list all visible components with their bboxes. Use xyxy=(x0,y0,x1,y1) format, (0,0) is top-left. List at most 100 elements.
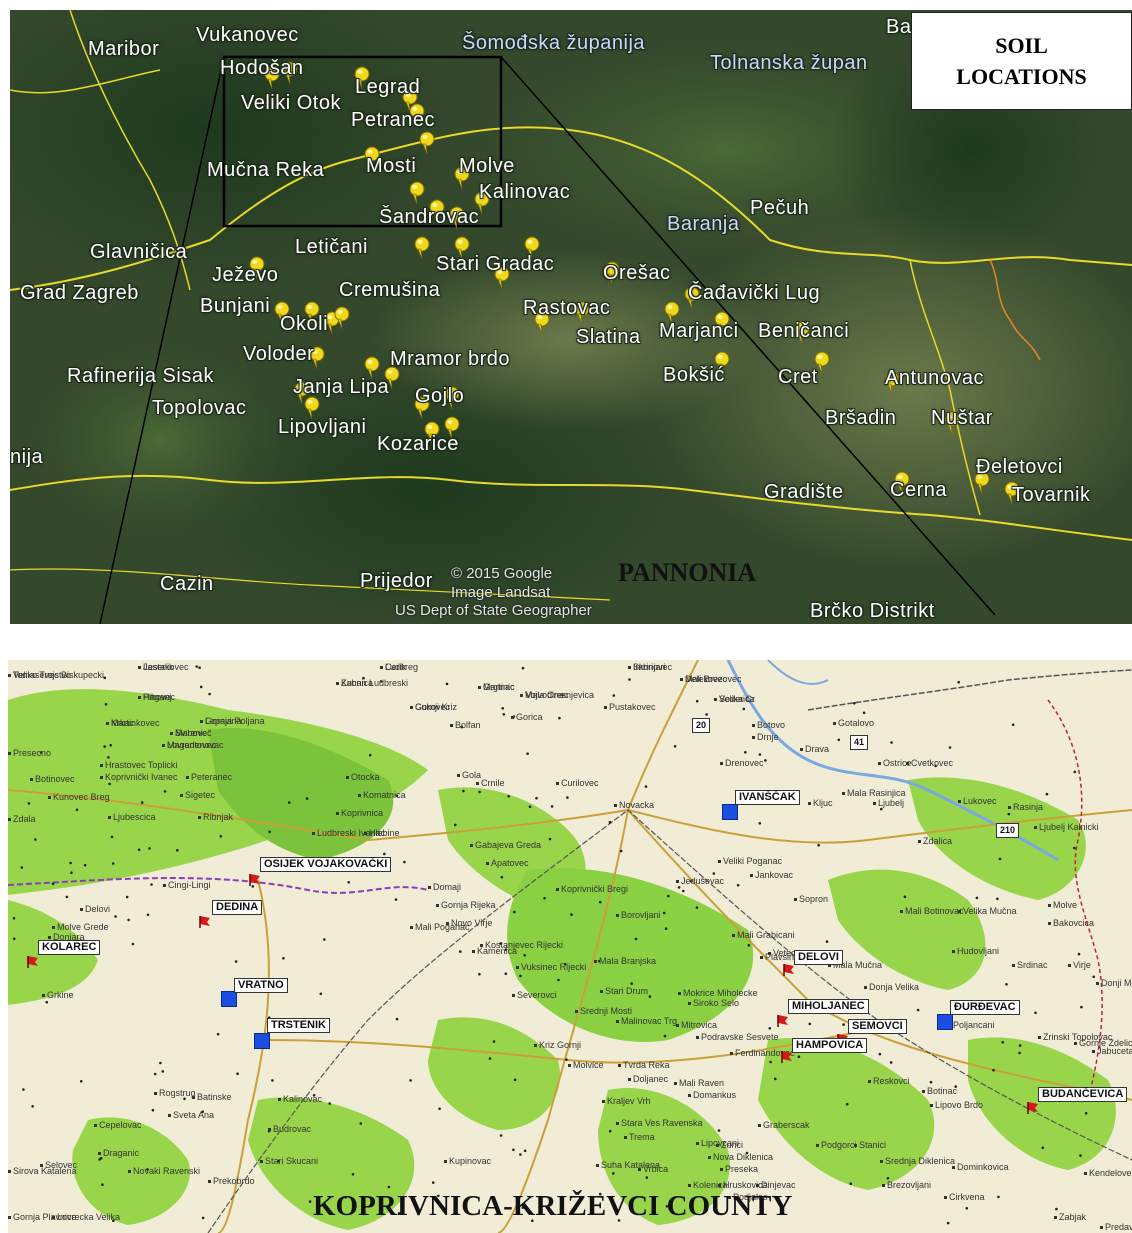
flag-icon xyxy=(199,916,210,928)
pushpin-icon xyxy=(714,311,730,335)
town-label: Zrinski Topolovac xyxy=(1038,1032,1112,1042)
town-label: Ljubelj Kalnicki xyxy=(1034,822,1099,832)
town-label: Vuksinec Rijecki xyxy=(516,962,586,972)
place-label: Brčko Distrikt xyxy=(810,600,935,622)
town-label: Ferdinandovac xyxy=(730,1048,795,1058)
town-label: Cirkvena xyxy=(944,1192,985,1202)
town-label: Ribnjak xyxy=(198,812,233,822)
town-label: Ljubelj xyxy=(873,798,904,808)
flag-icon xyxy=(781,1051,792,1063)
place-label: Letičani xyxy=(295,236,368,258)
site-label-ivanscak: IVANŠČAK xyxy=(735,790,800,805)
town-label: Mala Rasinjica xyxy=(842,788,906,798)
town-label: Novacka xyxy=(614,800,654,810)
town-label: Jankovac xyxy=(750,870,793,880)
town-label: Malinovac Trg xyxy=(616,1016,677,1026)
town-label: Drava xyxy=(800,744,829,754)
town-label: Molve Grede xyxy=(52,922,109,932)
town-label: Koprivnički Bregi xyxy=(556,884,628,894)
pushpin-icon xyxy=(304,301,320,325)
town-label: Magadenovac xyxy=(162,740,224,750)
place-label: Čađavički Lug xyxy=(688,282,821,304)
place-label: Ježevo xyxy=(212,264,279,286)
pushpin-icon xyxy=(894,471,910,495)
town-label: Budrovac xyxy=(268,1124,311,1134)
place-label: Prijedor xyxy=(360,570,433,592)
site-label-trstenik: TRSTENIK xyxy=(267,1018,330,1033)
town-label: Lukovec xyxy=(958,796,997,806)
pushpin-icon xyxy=(1004,481,1020,505)
pushpin-icon xyxy=(402,89,418,113)
town-label: Brezovljani xyxy=(882,1180,931,1190)
town-label: Gorica xyxy=(511,712,543,722)
town-label: Mali Poganac xyxy=(410,922,470,932)
town-label: Reskovci xyxy=(868,1076,910,1086)
town-label: Mala Branjska xyxy=(594,956,656,966)
town-label: Krkac xyxy=(106,718,134,728)
town-label: Bakovcica xyxy=(1048,918,1094,928)
place-label: nija xyxy=(10,446,44,468)
town-label: Domankus xyxy=(688,1090,736,1100)
place-label: Kozarice xyxy=(377,433,459,455)
town-label: Molvice xyxy=(568,1060,604,1070)
town-label: Hlebine xyxy=(364,828,400,838)
pushpin-icon xyxy=(304,396,320,420)
flag-icon xyxy=(777,1015,788,1027)
pushpin-icon xyxy=(974,471,990,495)
town-label: Siroko Selo xyxy=(688,998,739,1008)
pushpin-icon xyxy=(354,66,370,90)
place-label: Pečuh xyxy=(750,197,810,219)
town-label: Delovi xyxy=(80,904,110,914)
town-label: Domaji xyxy=(428,882,461,892)
town-label: Poljancani xyxy=(948,1020,995,1030)
site-square-icon xyxy=(722,804,738,820)
pushpin-icon xyxy=(409,103,425,127)
town-label: Zdala xyxy=(8,814,36,824)
town-label: Graberscak xyxy=(758,1120,810,1130)
flag-icon xyxy=(783,964,794,976)
place-label: Cerna xyxy=(890,479,947,501)
region-label: Šomođska županija xyxy=(462,32,646,54)
pushpin-icon xyxy=(794,321,810,345)
pushpin-icon xyxy=(429,199,445,223)
town-label: Kljuc xyxy=(808,798,833,808)
town-label: Veliki Poganac xyxy=(718,856,782,866)
map-credit: US Dept of State Geographer xyxy=(395,602,592,619)
place-label: Stari Gradac xyxy=(436,253,555,275)
town-label: Gornja Plavnice xyxy=(8,1212,77,1222)
place-label: Topolovac xyxy=(152,397,247,419)
road-number: 210 xyxy=(996,823,1020,838)
place-label: Slatina xyxy=(576,326,641,348)
town-label: Martinkovec xyxy=(106,718,160,728)
town-label: Prekobrdo xyxy=(208,1176,255,1186)
pushpin-icon xyxy=(264,66,280,90)
town-label: Marenic xyxy=(170,728,207,738)
town-label: Novaki Ravenski xyxy=(128,1166,200,1176)
town-label: Mali Botinovac xyxy=(900,906,964,916)
town-label: Mali Grabicani xyxy=(732,930,795,940)
place-label: Marjanci xyxy=(659,320,739,342)
site-label-durdevac: ĐURĐEVAC xyxy=(950,1000,1020,1015)
place-label: Šandrovac xyxy=(379,206,480,228)
town-label: Sopron xyxy=(794,894,828,904)
town-label: Dinjevac xyxy=(756,1180,796,1190)
town-label: Podgorci xyxy=(816,1140,857,1150)
town-label: Severovci xyxy=(512,990,557,1000)
town-label: Crnile xyxy=(476,778,505,788)
town-label: Jeduševac xyxy=(676,876,724,886)
pushpin-icon xyxy=(334,306,350,330)
town-label: Cvetkovec xyxy=(906,758,953,768)
title-line: LOCATIONS xyxy=(956,64,1087,89)
town-label: Cerik xyxy=(380,662,406,672)
flag-icon xyxy=(1027,1102,1038,1114)
pushpin-icon xyxy=(454,236,470,260)
county-caption: KOPRIVNICA-KRIŽEVCI COUNTY xyxy=(313,1190,793,1222)
place-label: Vukanovec xyxy=(196,24,299,46)
town-label: Podjales xyxy=(728,1192,768,1202)
town-label: Sigetec xyxy=(180,790,215,800)
site-square-icon xyxy=(254,1033,270,1049)
town-label: Grginac xyxy=(478,682,515,692)
town-label: Hruskovica xyxy=(718,1180,768,1190)
pushpin-icon xyxy=(414,396,430,420)
town-label: Sirova Katalena xyxy=(8,1166,77,1176)
